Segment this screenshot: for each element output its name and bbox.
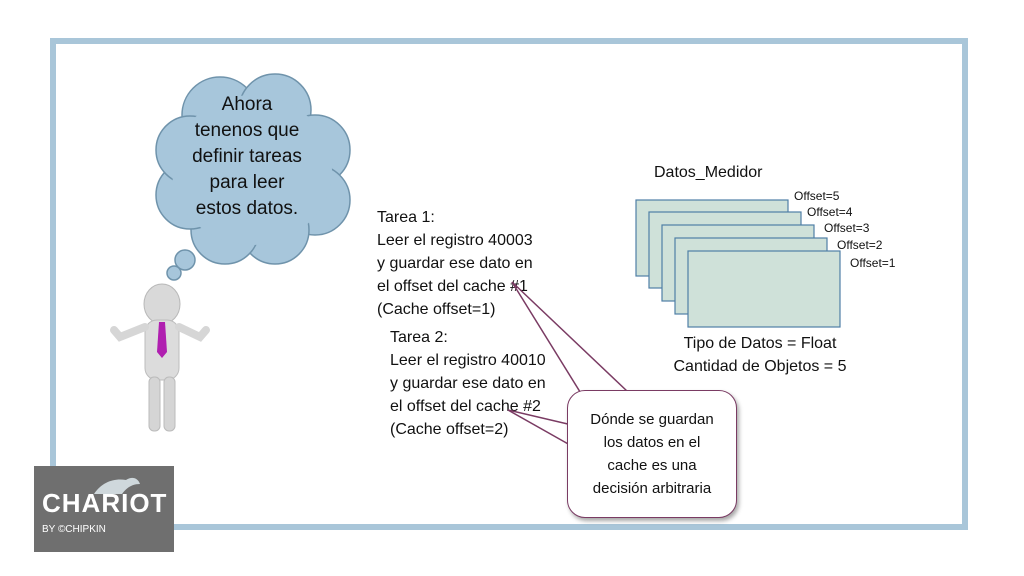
person-figure (110, 283, 210, 432)
logo-subtext: BY ©CHIPKIN (42, 524, 106, 535)
task-2-text: Tarea 2: Leer el registro 40010 y guarda… (390, 329, 546, 438)
cache-cards (635, 199, 841, 328)
offset-label: Offset=3 (824, 221, 870, 235)
slide-frame (50, 38, 968, 530)
cache-title: Datos_Medidor (654, 164, 763, 181)
offset-label: Offset=4 (807, 205, 853, 219)
callout-pointer (507, 281, 629, 446)
cache-caption: Tipo de Datos = Float Cantidad de Objeto… (673, 335, 847, 375)
chariot-logo: CHARIOT BY ©CHIPKIN (34, 466, 174, 552)
logo-text: CHARIOT (42, 488, 168, 518)
offset-label: Offset=5 (794, 189, 840, 203)
offset-label: Offset=2 (837, 238, 883, 252)
task-1-text: Tarea 1: Leer el registro 40003 y guarda… (377, 209, 533, 318)
callout-box: Dónde se guardan los datos en el cache e… (567, 390, 737, 518)
horse-icon (94, 477, 140, 494)
thought-bubble-text: Ahora tenenos que definir tareas para le… (192, 94, 302, 219)
cache-card-1 (687, 250, 841, 328)
thought-cloud (155, 73, 351, 281)
offset-label: Offset=1 (850, 256, 896, 270)
